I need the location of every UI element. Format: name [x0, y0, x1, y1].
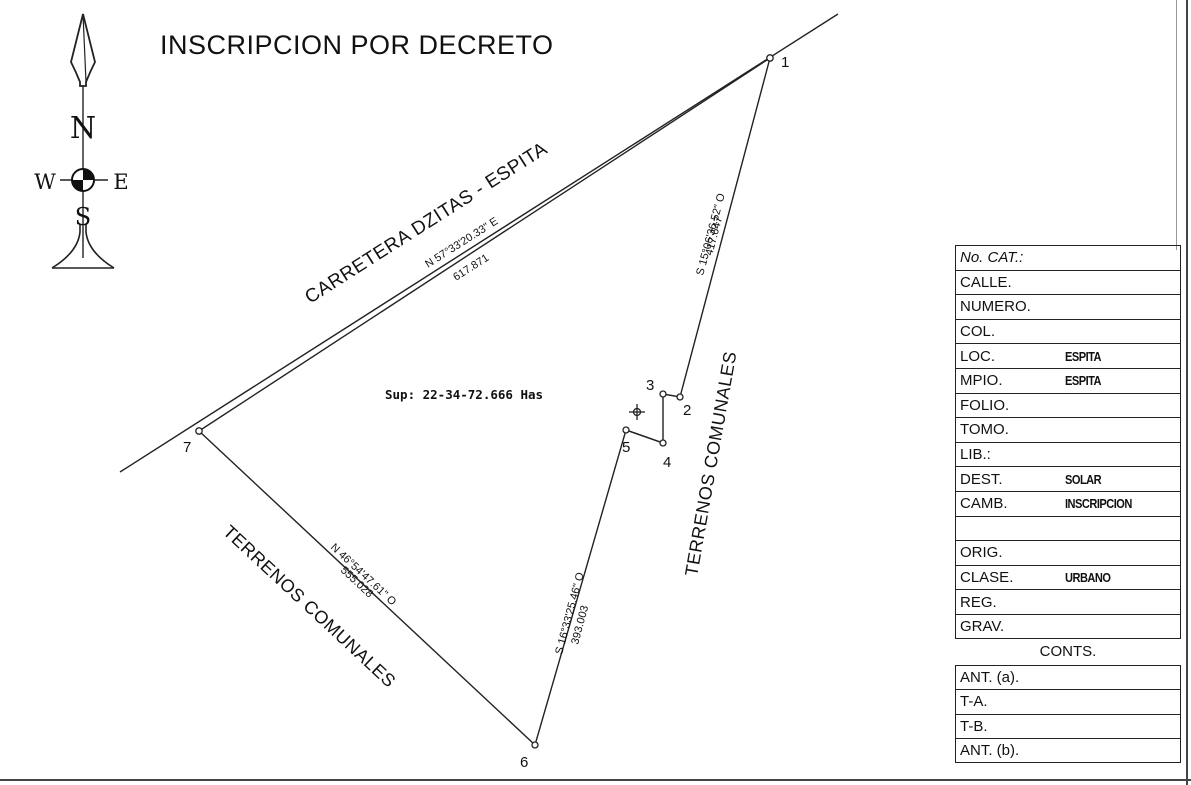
southwest-bearing-label: N 46°54'47.61" O: [328, 541, 399, 608]
tb-label: MPIO.: [960, 372, 1003, 390]
tb-row-grav: GRAV.: [955, 613, 1181, 639]
tb-value: ESPITA: [1065, 348, 1102, 364]
tb-row-folio: FOLIO.: [955, 392, 1181, 418]
tb-row-t-a: T-A.: [955, 689, 1181, 714]
road-carretera: [119, 13, 839, 473]
tb-label: ANT. (b).: [960, 742, 1020, 760]
vertex-label: 3: [646, 377, 654, 394]
tb-label: T-B.: [960, 717, 988, 735]
tb-row-mpio: MPIO. ESPITA: [955, 367, 1181, 393]
vertex-label: 5: [622, 439, 630, 456]
tb-label: COL.: [960, 323, 996, 341]
tb-row-tomo: TOMO.: [955, 417, 1181, 442]
vertex-label: 1: [781, 54, 789, 71]
tb-label: TOMO.: [960, 421, 1009, 439]
tb-row-numero: NUMERO.: [955, 294, 1181, 319]
vertex-marker-1: [766, 54, 774, 62]
tb-label: CLASE.: [960, 569, 1014, 587]
frame-border-right: [1186, 0, 1188, 785]
vertex-label: 6: [520, 754, 528, 771]
tb-row-clase: CLASE. URBANO: [955, 564, 1181, 590]
tb-label: FOLIO.: [960, 396, 1010, 414]
tb-label: NUMERO.: [960, 298, 1031, 316]
area-label: Sup: 22-34-72.666 Has: [385, 387, 543, 402]
tb-label: LOC.: [960, 347, 996, 365]
tb-row-ant-a: ANT. (a).: [955, 664, 1181, 690]
tb-label: ORIG.: [960, 544, 1003, 562]
vertex-marker-7: [195, 427, 203, 435]
vertex-marker-2: [676, 393, 684, 401]
centroid-marker-icon: [629, 404, 645, 420]
vertex-marker-3: [659, 390, 667, 398]
neighbor-label-southwest: TERRENOS COMUNALES: [219, 521, 399, 691]
tb-row-t-b: T-B.: [955, 713, 1181, 739]
tb-value: SOLAR: [1065, 471, 1102, 487]
vertex-label: 2: [683, 402, 691, 419]
vertex-label: 7: [183, 439, 191, 456]
vertex-label: 4: [663, 454, 671, 471]
vertex-marker-4: [659, 439, 667, 447]
frame-border-inner: [1176, 0, 1177, 250]
tb-row-orig: ORIG.: [955, 540, 1181, 565]
vertex-marker-5: [622, 426, 630, 434]
north-arrow-compass-icon: N S W E: [34, 13, 129, 269]
tb-row-dest: DEST. SOLAR: [955, 466, 1181, 491]
tb-row-ant-b: ANT. (b).: [955, 738, 1181, 763]
tb-label: CAMB.: [960, 495, 1008, 513]
tb-value: URBANO: [1065, 570, 1111, 586]
neighbor-label-east: TERRENOS COMUNALES: [681, 350, 740, 578]
tb-row-col: COL.: [955, 318, 1181, 344]
tb-row-camb: CAMB. INSCRIPCION: [955, 490, 1181, 516]
vertex-labels: 1 2 3 4 5 6 7: [183, 54, 789, 771]
tb-value: INSCRIPCION: [1065, 496, 1132, 512]
tb-label: CALLE.: [960, 273, 1012, 291]
tb-conts-heading: CONTS.: [1039, 642, 1097, 660]
compass-south-label: S: [75, 203, 91, 231]
tb-label: ANT. (a).: [960, 668, 1020, 686]
tb-row-no-cat: No. CAT.:: [955, 245, 1181, 270]
tb-value: ESPITA: [1065, 373, 1102, 389]
tb-row-lib: LIB.:: [955, 441, 1181, 467]
tb-label: No. CAT.:: [960, 249, 1024, 267]
tb-label: DEST.: [960, 470, 1003, 488]
compass-east-label: E: [113, 170, 128, 194]
vertex-marker-6: [531, 741, 539, 749]
tb-label: GRAV.: [960, 617, 1005, 635]
tb-row-reg: REG.: [955, 589, 1181, 614]
compass-west-label: W: [34, 170, 56, 194]
frame-border-bottom: [0, 779, 1191, 781]
tb-label: T-A.: [960, 693, 988, 711]
title-block: No. CAT.: CALLE. NUMERO. COL. LOC. ESPITA…: [955, 245, 1181, 763]
tb-row-loc: LOC. ESPITA: [955, 343, 1181, 368]
plan-title: INSCRIPCION POR DECRETO: [160, 30, 554, 60]
vertex-markers: [195, 54, 774, 749]
tb-row-blank: [955, 515, 1181, 541]
compass-north-label: N: [70, 111, 96, 146]
tb-label: REG.: [960, 593, 997, 611]
tb-label: LIB.:: [960, 446, 991, 464]
tb-row-calle: CALLE.: [955, 269, 1181, 295]
